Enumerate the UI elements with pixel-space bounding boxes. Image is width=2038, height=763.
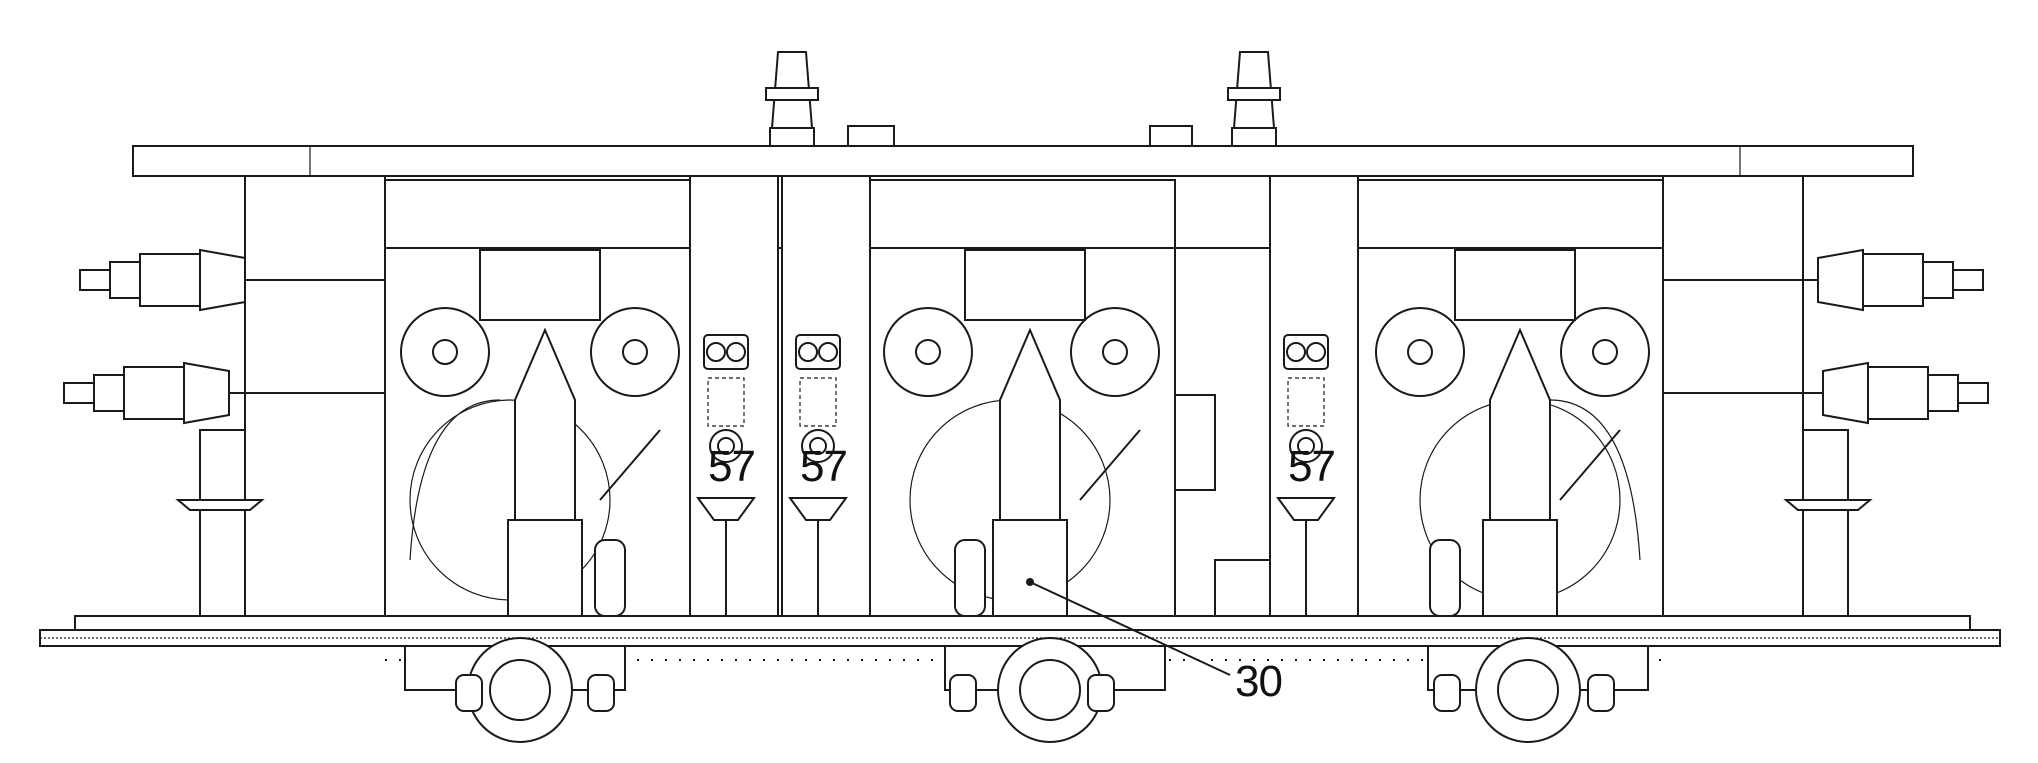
pillar-right: [1662, 175, 1804, 617]
jack-foot-left: [175, 499, 265, 511]
roll-stand-center: [869, 247, 1176, 617]
callout-label-30: 30: [1235, 657, 1283, 706]
top-stack-right: [1227, 51, 1281, 147]
wheel-truck-left: [404, 637, 626, 743]
roll-stand-left: [384, 247, 691, 617]
control-column-3: [1269, 175, 1359, 617]
pillar-left: [244, 175, 386, 617]
actuator-right-upper: [1663, 248, 1984, 312]
control-column-2: [781, 175, 871, 617]
actuator-left-lower: [63, 361, 385, 425]
label-57-c: 57: [1288, 442, 1336, 491]
jack-foot-right: [1783, 499, 1873, 511]
actuator-left-upper: [79, 248, 385, 312]
actuator-right-lower: [1663, 361, 1989, 425]
top-plate: [132, 145, 1914, 249]
label-57-b: 57: [800, 442, 848, 491]
gearbox-center: [1174, 394, 1216, 491]
top-fitting-right: [1149, 125, 1193, 147]
jack-left: [199, 429, 246, 617]
wheel-truck-right: [1427, 637, 1649, 743]
label-57-a: 57: [708, 442, 756, 491]
wheel-truck-center: [944, 637, 1166, 743]
motor-block-center: [1214, 559, 1271, 617]
roll-stand-right: [1357, 247, 1664, 617]
control-column-1: [689, 175, 779, 617]
top-stack-left: [765, 51, 819, 147]
top-fitting-left: [847, 125, 895, 147]
callout-leader-30: [1029, 581, 1231, 676]
jack-right: [1802, 429, 1849, 617]
